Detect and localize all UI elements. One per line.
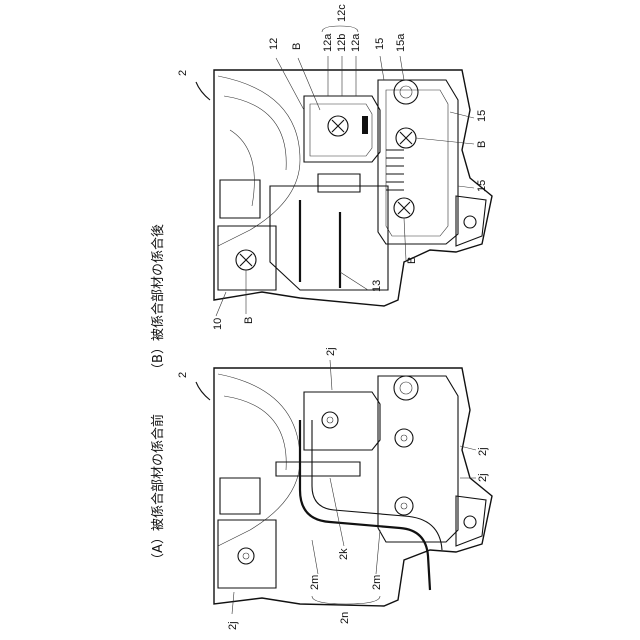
panel-b-label-12: 12 xyxy=(268,38,280,50)
panel-a: （A）被係合部材の係合前 xyxy=(150,347,492,630)
panel-a-label-2j-left: 2j xyxy=(227,621,239,630)
panel-b-label-b-left: B xyxy=(243,317,255,324)
panel-b-label-15-top: 15 xyxy=(374,38,386,50)
panel-b-label-b-mid: B xyxy=(406,257,418,264)
panel-a-label-2n: 2n xyxy=(339,612,351,624)
panel-a-drawing xyxy=(214,368,492,606)
panel-b-label-12b: 12b xyxy=(336,34,348,52)
panel-b-label-15-r1: 15 xyxy=(476,110,488,122)
panel-b: （B）被係合部材の係合後 xyxy=(151,4,492,376)
panel-a-label-2m-1: 2m xyxy=(309,575,321,590)
panel-b-caption: （B）被係合部材の係合後 xyxy=(151,224,166,376)
panel-b-label-2: 2 xyxy=(177,70,189,76)
panel-b-label-15a: 15a xyxy=(395,33,407,52)
panel-b-drawing xyxy=(214,70,492,306)
panel-a-label-2j-mid1: 2j xyxy=(477,447,489,456)
panel-a-caption: （A）被係合部材の係合前 xyxy=(150,414,166,566)
panel-b-label-10: 10 xyxy=(212,318,224,330)
panel-b-label-12a-1: 12a xyxy=(322,33,334,52)
panel-b-label-13: 13 xyxy=(371,280,383,292)
panel-a-label-2j-mid2: 2j xyxy=(477,473,489,482)
panel-b-label-b-top: B xyxy=(291,43,303,50)
panel-b-label-12c: 12c xyxy=(336,4,348,22)
panel-a-label-2k: 2k xyxy=(338,548,350,560)
panel-b-label-12a-2: 12a xyxy=(350,33,362,52)
panel-a-label-2: 2 xyxy=(177,372,189,378)
panel-a-label-2j-top: 2j xyxy=(325,347,337,356)
panel-b-label-15-r2: 15 xyxy=(476,180,488,192)
panel-b-label-b-right: B xyxy=(476,141,488,148)
panel-a-label-2m-2: 2m xyxy=(371,575,383,590)
